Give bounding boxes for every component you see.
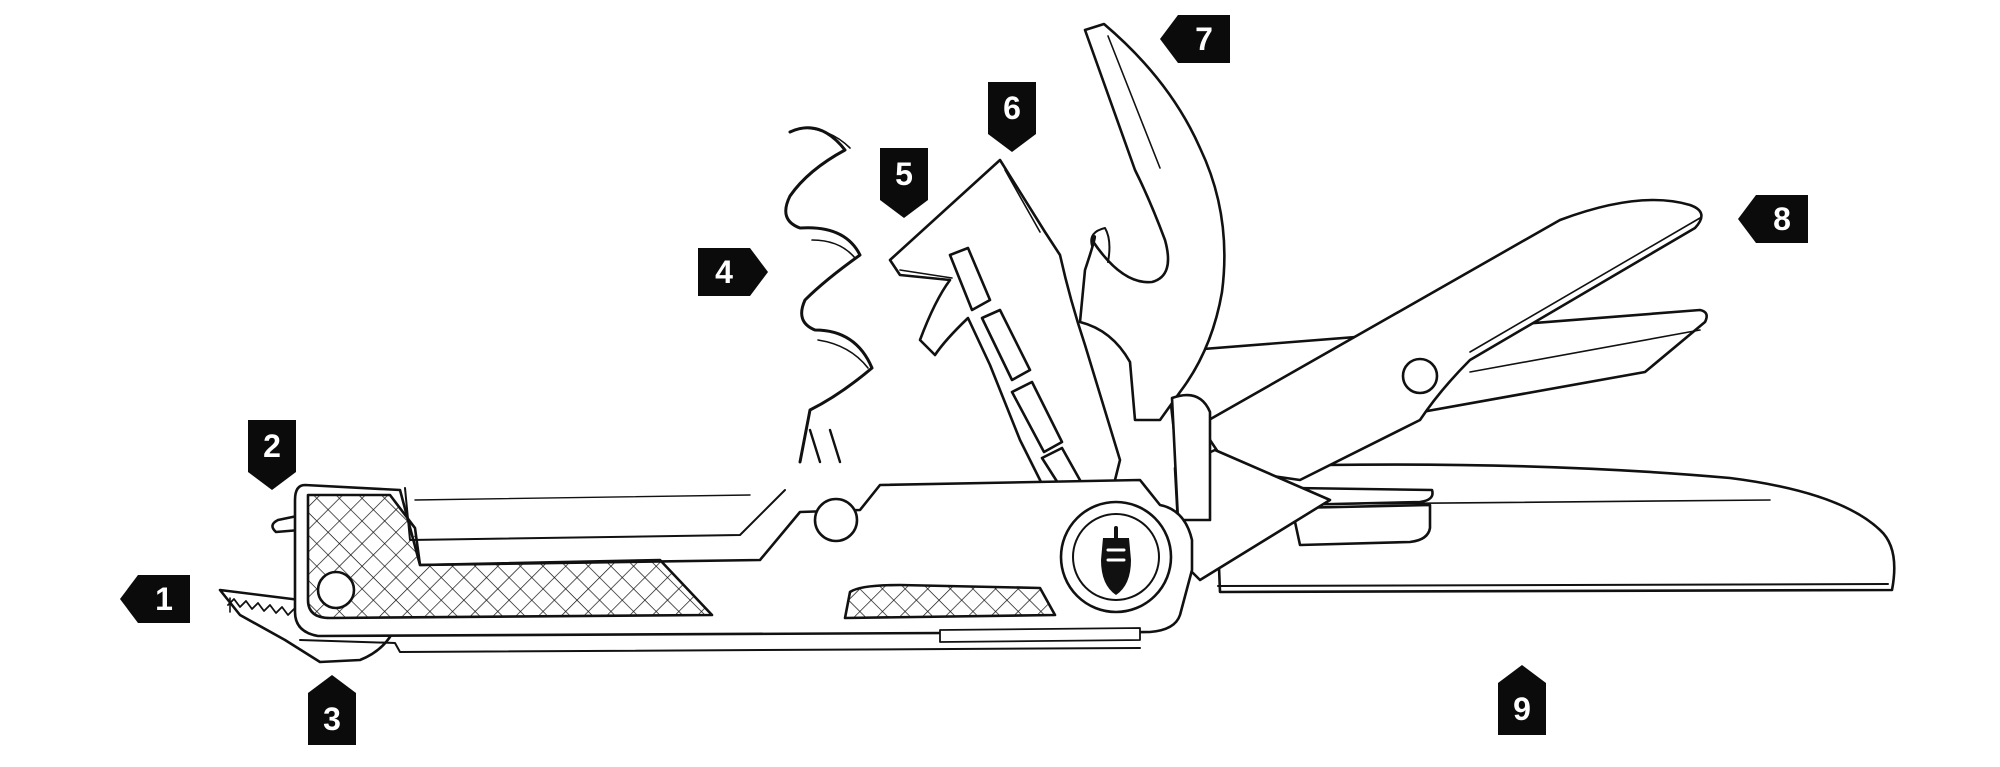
callout-markers: 1 2 3 4 5 6 7 8 9 xyxy=(120,15,1808,745)
bottle-opener xyxy=(888,158,1122,522)
callout-6: 6 xyxy=(988,82,1036,152)
can-opener xyxy=(1078,22,1226,522)
callout-7: 7 xyxy=(1160,15,1230,63)
callout-marker-6 xyxy=(988,82,1036,152)
callout-marker-2 xyxy=(248,420,296,490)
callout-5: 5 xyxy=(880,148,928,218)
callout-1: 1 xyxy=(120,575,190,623)
callout-marker-3 xyxy=(308,675,356,745)
callout-marker-4 xyxy=(698,248,768,296)
callout-label-3: 3 xyxy=(323,701,341,737)
callout-label-9: 9 xyxy=(1513,691,1531,727)
callout-marker-9 xyxy=(1498,665,1546,735)
callout-label-5: 5 xyxy=(895,156,913,192)
callout-4: 4 xyxy=(698,248,768,296)
callout-label-7: 7 xyxy=(1195,21,1213,57)
callout-label-8: 8 xyxy=(1773,201,1791,237)
callout-9: 9 xyxy=(1498,665,1546,735)
corkscrew xyxy=(784,126,874,464)
knife-blade xyxy=(1213,463,1896,594)
callout-label-2: 2 xyxy=(263,428,281,464)
callout-8: 8 xyxy=(1738,195,1808,243)
handle-body xyxy=(293,478,1194,653)
callout-label-4: 4 xyxy=(715,254,733,290)
callout-label-6: 6 xyxy=(1003,90,1021,126)
callout-marker-5 xyxy=(880,148,928,218)
callout-2: 2 xyxy=(248,420,296,490)
pivot-logo xyxy=(1059,500,1173,614)
callout-label-1: 1 xyxy=(155,581,173,617)
callout-marker-1 xyxy=(120,575,190,623)
callout-marker-8 xyxy=(1738,195,1808,243)
callout-3: 3 xyxy=(308,675,356,745)
callout-marker-7 xyxy=(1160,15,1230,63)
